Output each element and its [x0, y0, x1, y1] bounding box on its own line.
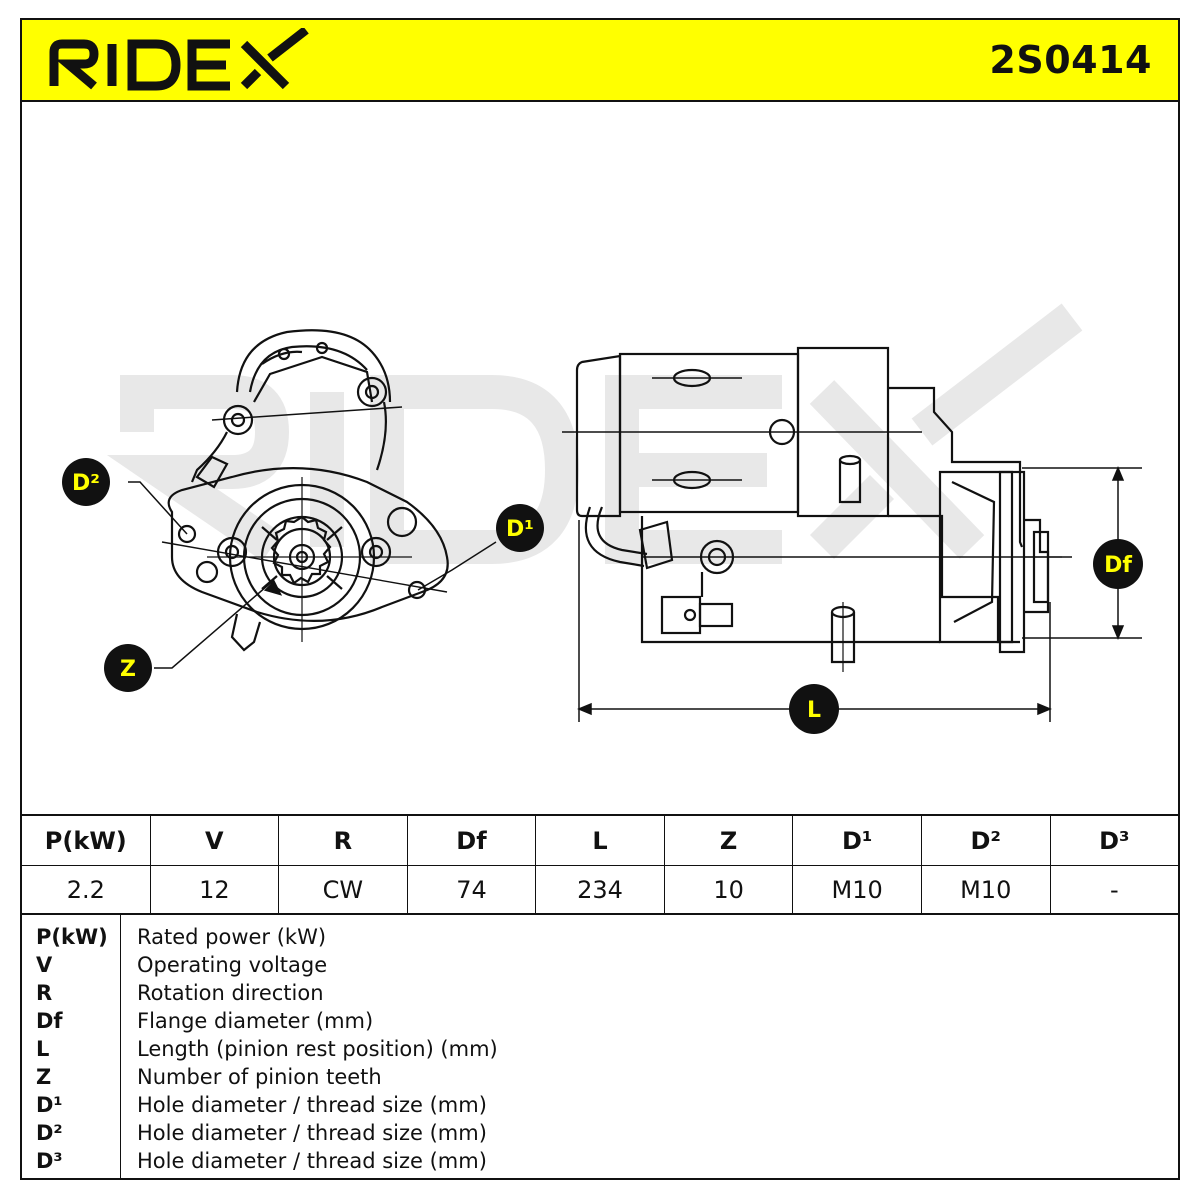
legend-desc: Rated power (kW)	[137, 925, 327, 949]
part-number: 2S0414	[989, 38, 1152, 82]
legend-desc: Length (pinion rest position) (mm)	[137, 1037, 498, 1061]
badge-z-text: Z	[120, 657, 136, 682]
badge-df-text: Df	[1104, 553, 1132, 578]
spec-header-cell: D³	[1099, 826, 1130, 855]
badge-d2: D²	[62, 458, 110, 506]
product-sheet: 2S0414	[20, 18, 1180, 1180]
technical-drawing: D² D¹ Z Df L	[62, 303, 1143, 734]
spec-value-cell: M10	[793, 865, 922, 915]
spec-value-cell: 10	[665, 865, 794, 915]
legend-row: R Rotation direction	[22, 979, 1178, 1007]
legend-divider	[120, 915, 121, 1180]
badge-l: L	[789, 684, 839, 734]
legend-row: V Operating voltage	[22, 951, 1178, 979]
legend-desc: Number of pinion teeth	[137, 1065, 382, 1089]
legend-key: D³	[36, 1149, 63, 1173]
legend-desc: Flange diameter (mm)	[137, 1009, 374, 1033]
ridex-logo	[49, 28, 309, 91]
legend-desc: Hole diameter / thread size (mm)	[137, 1121, 487, 1145]
legend-key: R	[36, 981, 53, 1005]
spec-value-cell: 74	[408, 865, 537, 915]
starter-side-view	[562, 346, 1072, 672]
spec-value-cell: 12	[151, 865, 280, 915]
legend-key: Z	[36, 1065, 52, 1089]
badge-d2-text: D²	[72, 471, 100, 496]
legend-key: D²	[36, 1121, 63, 1145]
legend-key: Df	[36, 1009, 63, 1033]
badge-z: Z	[104, 644, 152, 692]
legend-key: D¹	[36, 1093, 63, 1117]
legend: P(kW) Rated power (kW) V Operating volta…	[22, 915, 1178, 1180]
spec-header-cell: R	[279, 816, 408, 865]
spec-header-cell: D¹	[793, 816, 922, 865]
legend-desc: Operating voltage	[137, 953, 328, 977]
leader-lines	[128, 481, 497, 669]
legend-desc: Hole diameter / thread size (mm)	[137, 1093, 487, 1117]
spec-table: P(kW) V R Df L Z D¹ D² D³ 2.2 12 CW 74 2…	[22, 814, 1178, 915]
spec-value-cell: -	[1109, 876, 1119, 904]
spec-header-cell: L	[536, 816, 665, 865]
spec-header-cell: D²	[922, 816, 1051, 865]
badge-df: Df	[1093, 539, 1143, 589]
spec-value-row: 2.2 12 CW 74 234 10 M10 M10 -	[22, 865, 1178, 915]
legend-row: D¹ Hole diameter / thread size (mm)	[22, 1091, 1178, 1119]
badge-d1: D¹	[496, 504, 544, 552]
spec-header-row: P(kW) V R Df L Z D¹ D² D³	[22, 816, 1178, 866]
spec-value-cell: M10	[922, 865, 1051, 915]
legend-row: Z Number of pinion teeth	[22, 1063, 1178, 1091]
spec-header-cell: Df	[408, 816, 537, 865]
spec-value-cell: 234	[536, 865, 665, 915]
legend-key: L	[36, 1037, 50, 1061]
spec-value-cell: CW	[279, 865, 408, 915]
badge-d1-text: D¹	[506, 517, 534, 542]
legend-desc: Hole diameter / thread size (mm)	[137, 1149, 487, 1173]
legend-row: Df Flange diameter (mm)	[22, 1007, 1178, 1035]
legend-row: D³ Hole diameter / thread size (mm)	[22, 1147, 1178, 1175]
legend-row: D² Hole diameter / thread size (mm)	[22, 1119, 1178, 1147]
spec-value-cell: 2.2	[22, 865, 151, 915]
legend-row: P(kW) Rated power (kW)	[22, 923, 1178, 951]
header-bar: 2S0414	[22, 20, 1178, 102]
legend-key: P(kW)	[36, 925, 108, 949]
badge-l-text: L	[807, 698, 821, 723]
legend-key: V	[36, 953, 53, 977]
spec-header-cell: Z	[665, 816, 794, 865]
legend-desc: Rotation direction	[137, 981, 324, 1005]
starter-front-view	[161, 329, 449, 652]
spec-header-cell: V	[151, 816, 280, 865]
legend-row: L Length (pinion rest position) (mm)	[22, 1035, 1178, 1063]
spec-header-cell: P(kW)	[22, 816, 151, 865]
